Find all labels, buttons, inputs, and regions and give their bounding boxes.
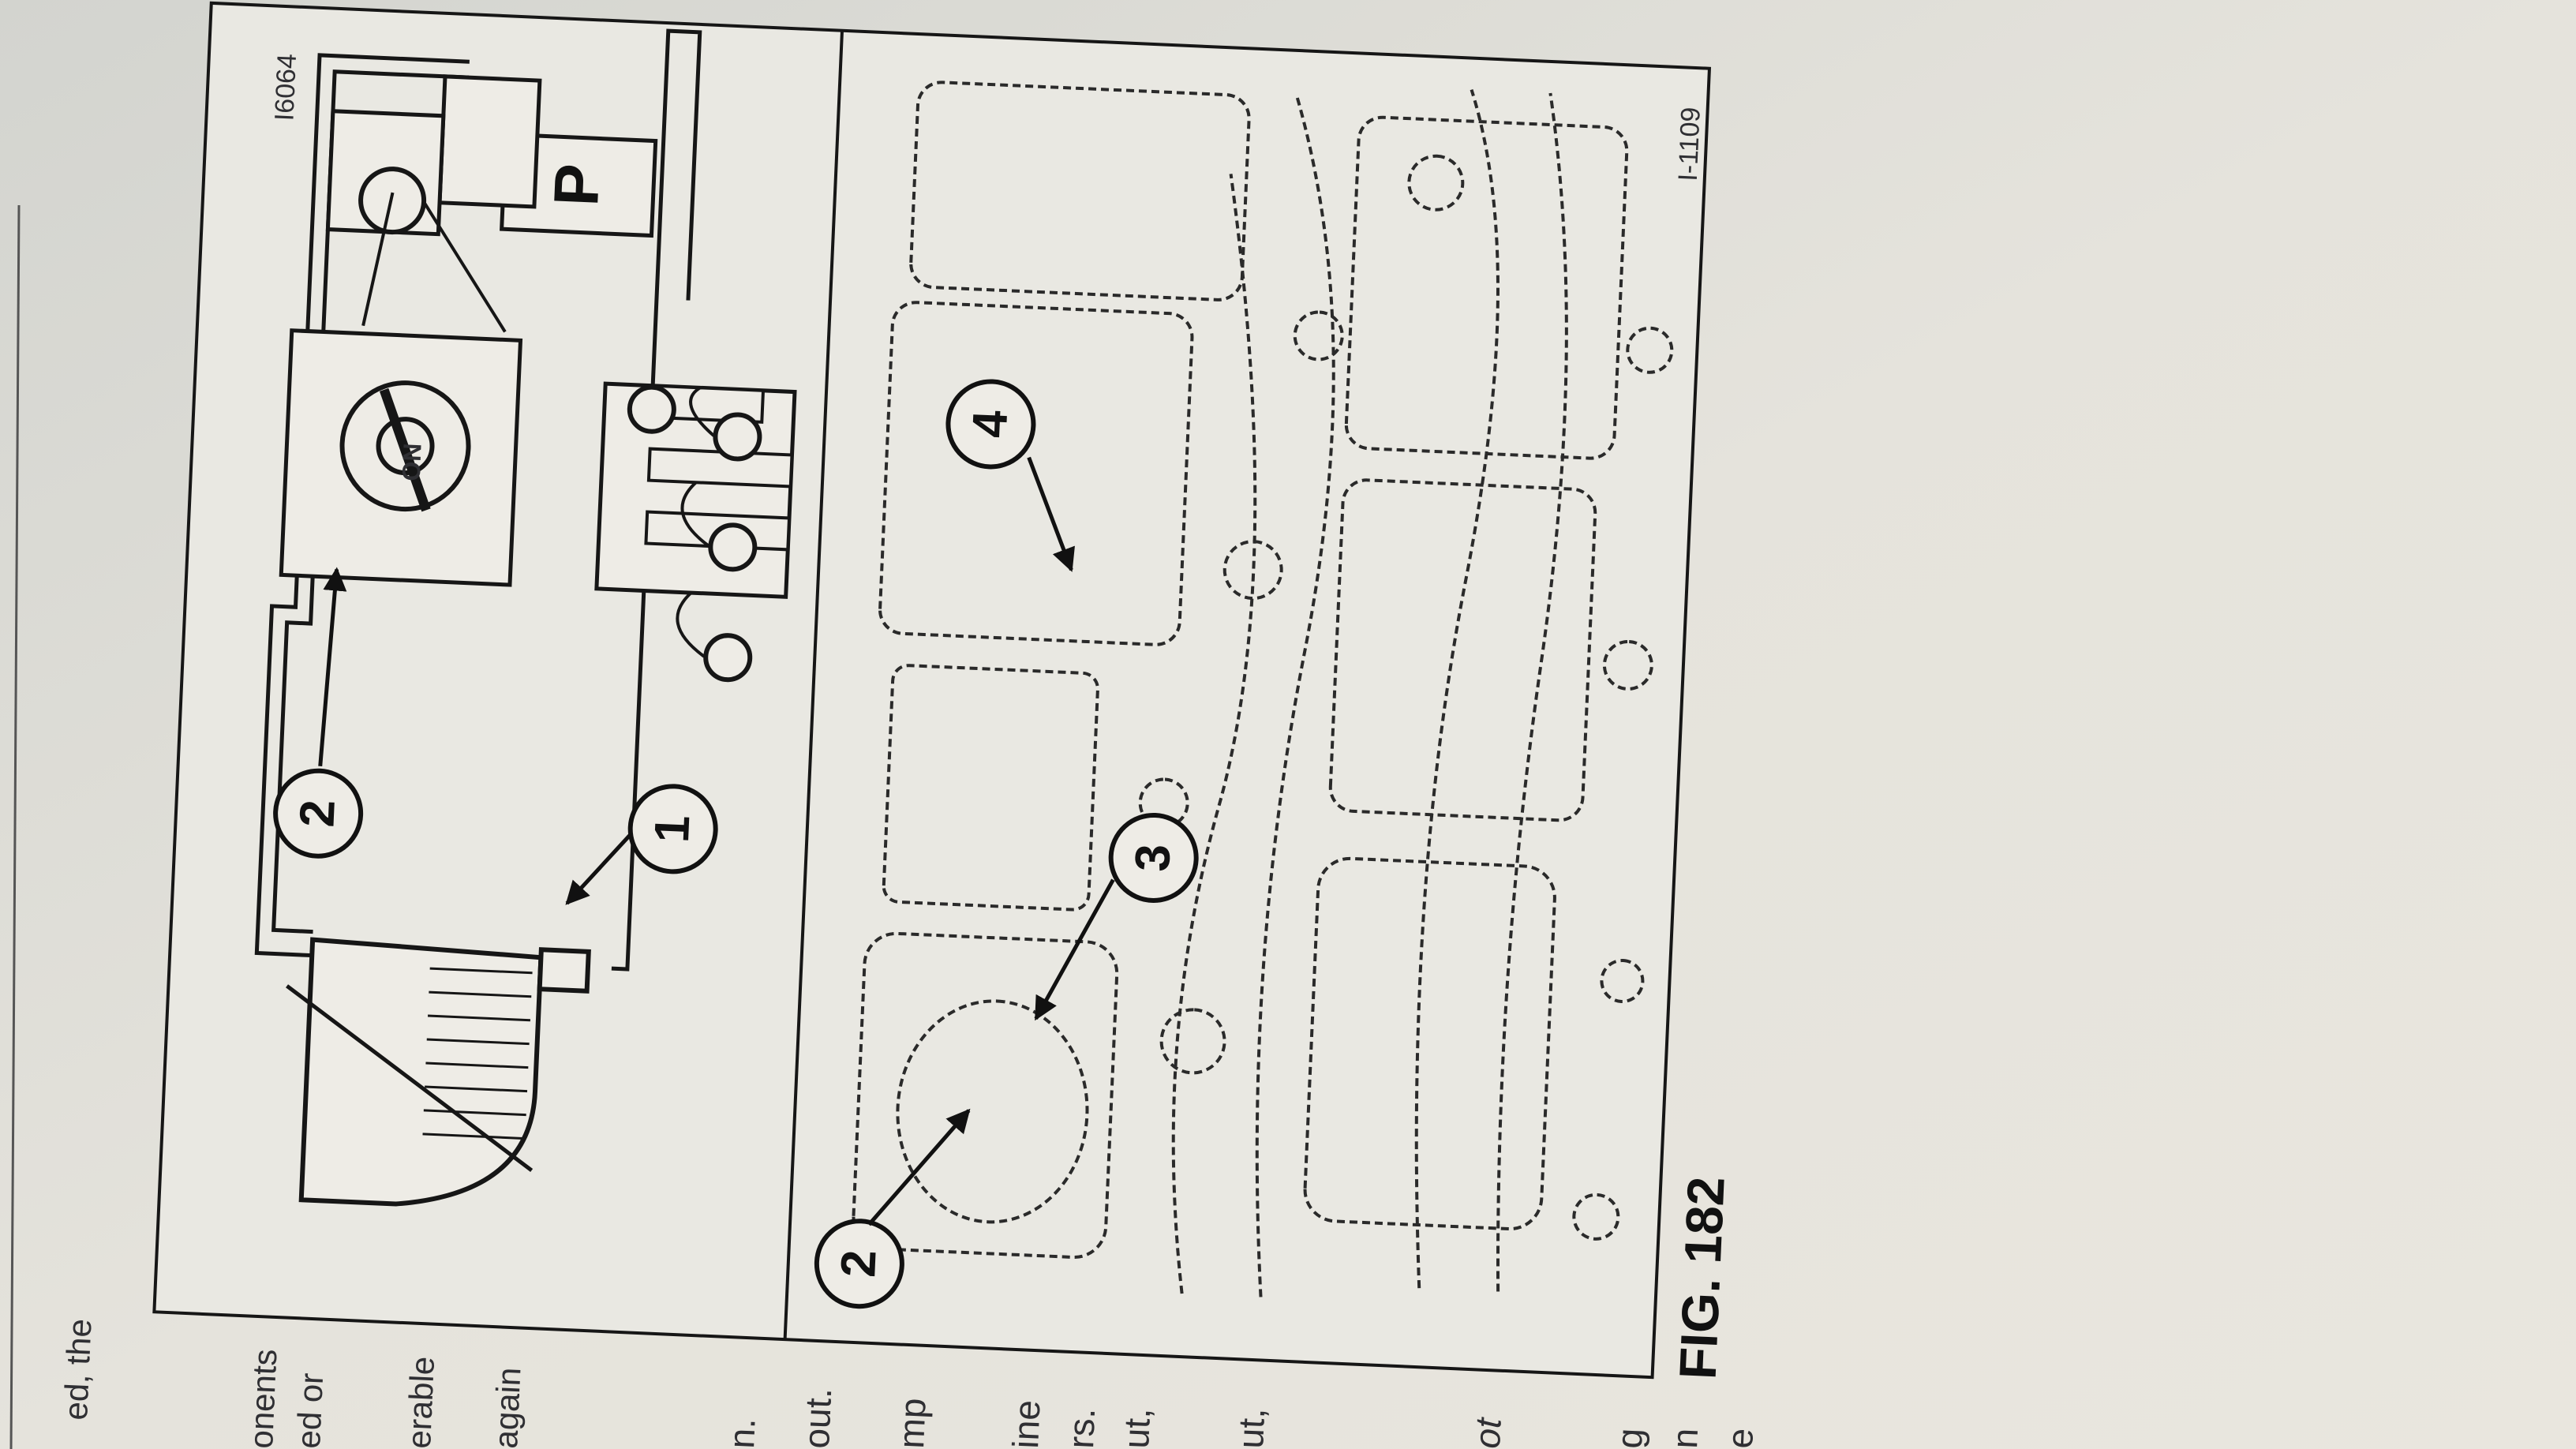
margin-line-10: rs. [1060, 1407, 1103, 1449]
top-panel-id: I6064 [269, 53, 302, 122]
margin-line-16: e [1719, 1428, 1761, 1449]
margin-line-5: again [487, 1367, 527, 1449]
margin-line-4: erable [400, 1356, 441, 1449]
engine-drawing [852, 80, 1674, 1297]
panel-divider [783, 30, 844, 1340]
bottom-panel-id: I-1109 [1673, 107, 1706, 182]
margin-line-11: ut, [1115, 1407, 1158, 1449]
pump-box [437, 74, 658, 238]
margin-line-14: g [1608, 1428, 1650, 1449]
top-callout-1: 1 [565, 784, 718, 905]
injector-rail [594, 381, 797, 683]
figure-182: 1 2 ON P I6064 [152, 1, 1735, 1380]
margin-line-3: ed or [290, 1372, 330, 1449]
bottom-callout-2: 2 [814, 1108, 971, 1309]
pump-p-label: P [541, 163, 612, 208]
bottom-callout-4: 4 [945, 379, 1075, 572]
callout-4-label: 4 [963, 409, 1018, 439]
margin-line-2: onents [242, 1348, 283, 1449]
switch-on-label: ON [397, 443, 427, 482]
filter-assembly [325, 109, 507, 333]
margin-line-1: ed, the [57, 1318, 99, 1421]
margin-text: ed, the onents ed or erable again n. out… [57, 1318, 1761, 1449]
top-callout-2: 2 [273, 567, 364, 859]
bottom-callout-3: 3 [1034, 812, 1199, 1021]
margin-line-12: ut, [1230, 1407, 1272, 1449]
ignition-switch-panel [279, 328, 523, 587]
page-rule [9, 204, 21, 1449]
figure-caption: FIG. 182 [1668, 1175, 1735, 1380]
callout-3-label: 3 [1125, 843, 1181, 872]
margin-line-8: mp [890, 1397, 934, 1449]
margin-line-15: n [1664, 1428, 1705, 1449]
margin-line-7: out. [796, 1387, 839, 1449]
margin-line-9: ine [1005, 1399, 1048, 1449]
margin-line-6: n. [721, 1417, 763, 1449]
margin-line-13: ot [1466, 1416, 1509, 1449]
callout-2-label: 2 [290, 799, 345, 828]
callout-b2-label: 2 [831, 1249, 886, 1278]
figure-frame [152, 1, 1712, 1380]
fuel-system-schematic [254, 28, 797, 1207]
fuel-tank [286, 937, 591, 1207]
callout-1-label: 1 [645, 814, 700, 844]
